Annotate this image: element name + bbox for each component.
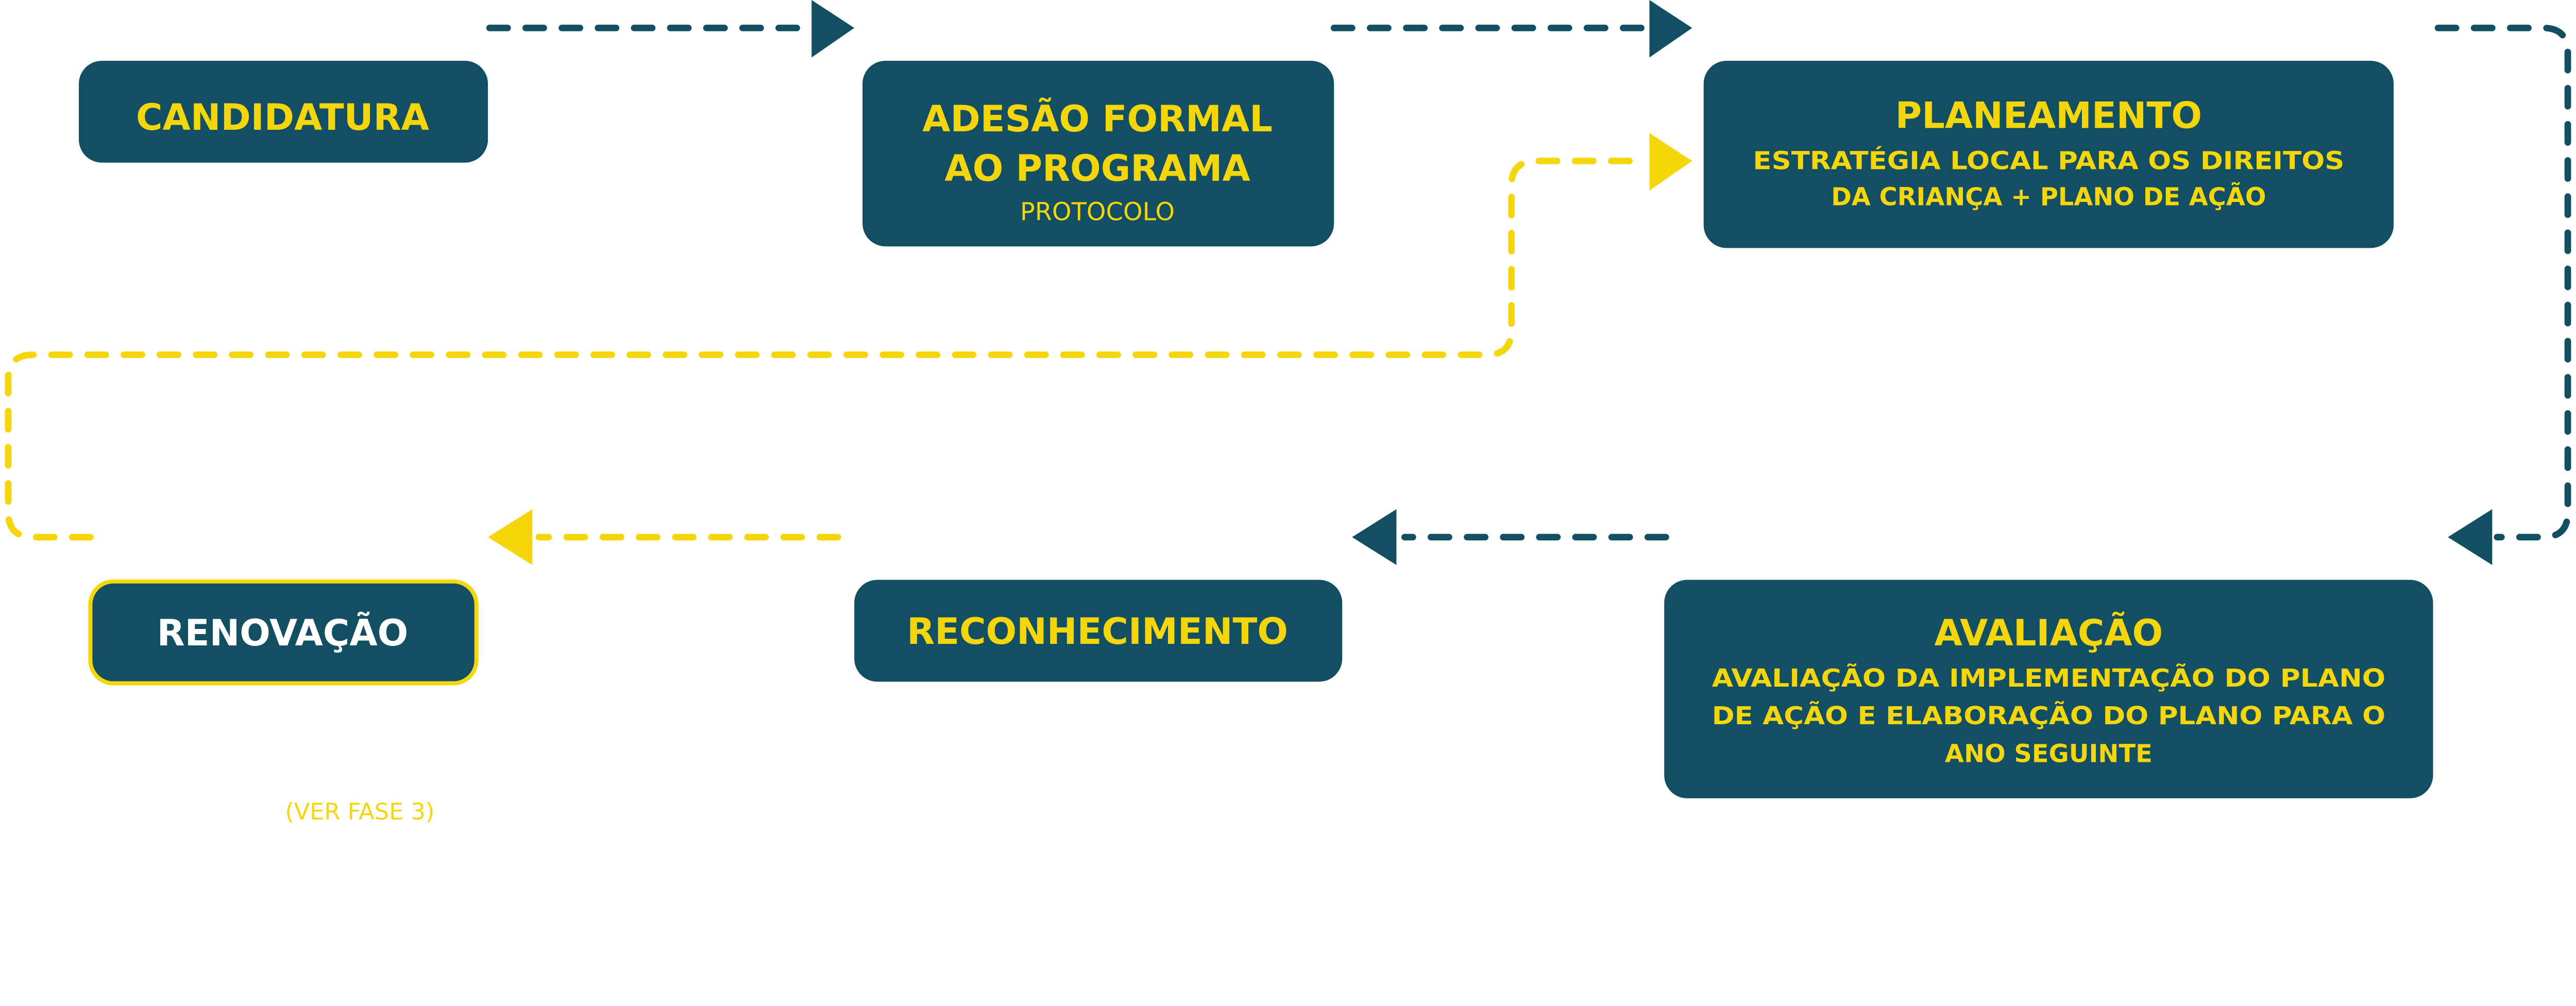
connector-adesao-planeamento bbox=[1330, 0, 1692, 58]
step-subtitle-line1: AVALIAÇÃO DA IMPLEMENTAÇÃO DO PLANO bbox=[1712, 663, 2385, 693]
step-note: (VER FASE 3) bbox=[285, 798, 434, 825]
arrowhead-left-icon bbox=[2448, 509, 2493, 565]
step-avaliacao: AVALIAÇÃO AVALIAÇÃO DA IMPLEMENTAÇÃO DO … bbox=[1664, 579, 2433, 798]
step-title-line1: ADESÃO FORMAL bbox=[922, 98, 1273, 140]
step-subtitle-line3: ANO SEGUINTE bbox=[1945, 740, 2153, 769]
arrowhead-left-icon bbox=[1352, 509, 1397, 565]
step-subtitle-line2: DE AÇÃO E ELABORAÇÃO DO PLANO PARA O bbox=[1712, 701, 2385, 730]
step-planeamento: PLANEAMENTO ESTRATÉGIA LOCAL PARA OS DIR… bbox=[1703, 60, 2394, 248]
step-title-line2: AO PROGRAMA bbox=[944, 147, 1250, 190]
step-subtitle-line2: DA CRIANÇA + PLANO DE AÇÃO bbox=[1831, 182, 2266, 212]
step-title: RECONHECIMENTO bbox=[907, 610, 1288, 653]
arrowhead-right-icon bbox=[811, 0, 855, 58]
arrowhead-right-icon bbox=[1649, 0, 1692, 58]
connector-renovacao-planeamento bbox=[5, 133, 1692, 541]
step-title: PLANEAMENTO bbox=[1895, 95, 2202, 137]
step-candidatura: CANDIDATURA bbox=[79, 60, 488, 163]
step-reconhecimento: RECONHECIMENTO bbox=[854, 579, 1343, 682]
connector-planeamento-avaliacao bbox=[2434, 24, 2571, 565]
step-adesao: ADESÃO FORMAL AO PROGRAMA PROTOCOLO bbox=[862, 60, 1334, 247]
step-subtitle-line1: ESTRATÉGIA LOCAL PARA OS DIREITOS bbox=[1753, 146, 2344, 175]
step-subtitle: PROTOCOLO bbox=[1020, 198, 1175, 226]
connector-reconhecimento-renovacao bbox=[488, 509, 841, 565]
arrowhead-left-icon bbox=[488, 509, 533, 565]
step-title: CANDIDATURA bbox=[136, 96, 429, 139]
step-title: RENOVAÇÃO bbox=[157, 612, 409, 654]
step-title: AVALIAÇÃO bbox=[1935, 612, 2163, 654]
step-renovacao: RENOVAÇÃO (VER FASE 3) bbox=[88, 579, 479, 825]
connector-avaliacao-reconhecimento bbox=[1352, 509, 1669, 565]
process-diagram: CANDIDATURA ADESÃO FORMAL AO PROGRAMA PR… bbox=[5, 0, 2571, 825]
connector-candidatura-adesao bbox=[486, 0, 855, 58]
arrowhead-right-icon bbox=[1649, 133, 1692, 191]
